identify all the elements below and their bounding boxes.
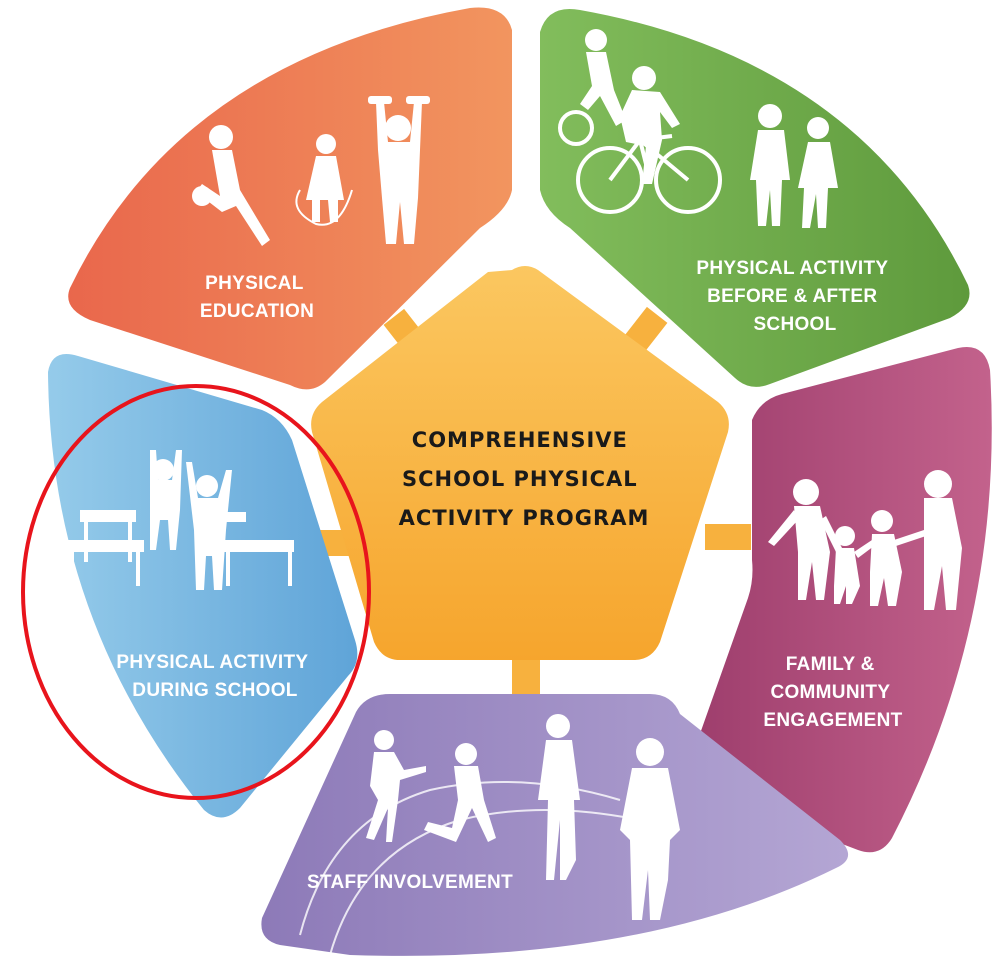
kids-jumping-desks-icon: [66, 450, 294, 590]
segment-label-before-after-school: PHYSICAL ACTIVITY BEFORE & AFTER SCHOOL: [696, 258, 893, 335]
segment-staff-involvement[interactable]: STAFF INVOLVEMENT: [261, 694, 849, 956]
walkers-runners-icon: [366, 714, 680, 920]
segment-physical-education[interactable]: PHYSICAL EDUCATION: [68, 7, 512, 390]
child-sports-icon: [192, 96, 430, 246]
segment-label-staff-involvement: STAFF INVOLVEMENT: [307, 872, 513, 893]
center-pentagon[interactable]: COMPREHENSIVE SCHOOL PHYSICAL ACTIVITY P…: [311, 266, 729, 660]
highlight-ring: [21, 384, 371, 800]
segment-family-community[interactable]: FAMILY & COMMUNITY ENGAGEMENT: [687, 346, 992, 853]
segment-during-school[interactable]: PHYSICAL ACTIVITY DURING SCHOOL: [48, 354, 358, 818]
bike-riders-icon: [558, 29, 838, 228]
segment-label-physical-education: PHYSICAL EDUCATION: [200, 273, 314, 322]
segment-before-after-school[interactable]: PHYSICAL ACTIVITY BEFORE & AFTER SCHOOL: [540, 8, 970, 387]
segment-label-family-community: FAMILY & COMMUNITY ENGAGEMENT: [763, 654, 902, 731]
center-title: COMPREHENSIVE SCHOOL PHYSICAL ACTIVITY P…: [399, 428, 650, 530]
family-holding-hands-icon: [768, 470, 962, 610]
segment-label-during-school: PHYSICAL ACTIVITY DURING SCHOOL: [116, 652, 313, 701]
